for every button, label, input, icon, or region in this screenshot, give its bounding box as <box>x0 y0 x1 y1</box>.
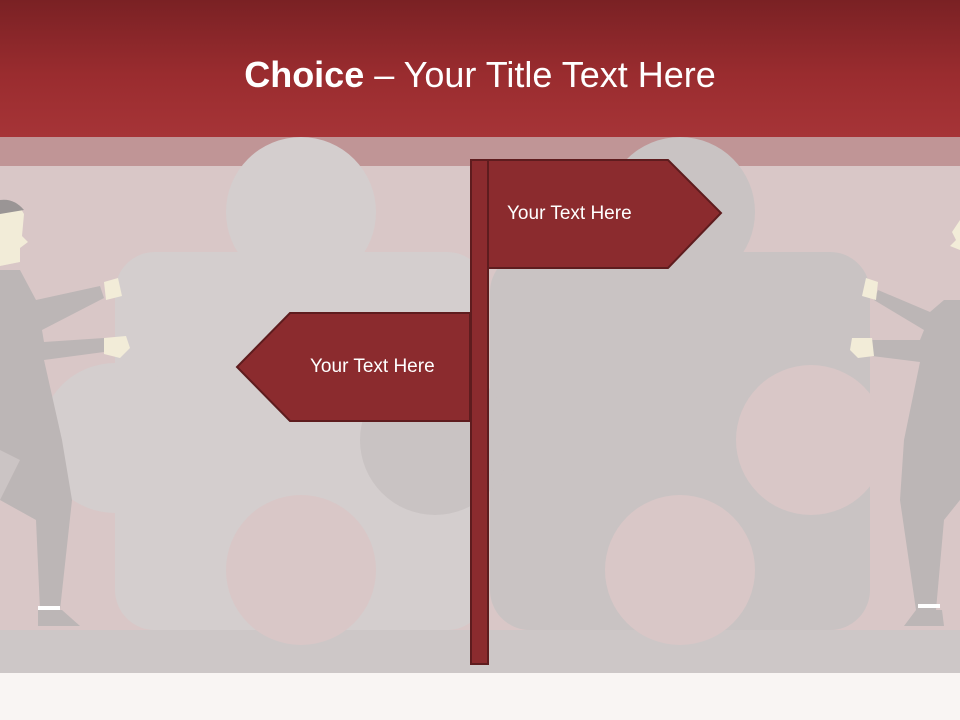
title-bold: Choice <box>244 54 365 95</box>
businessman-right-icon <box>850 220 960 626</box>
sign-right-text: Your Text Here <box>507 203 632 224</box>
puzzle-cutouts <box>226 365 886 645</box>
businessman-left-icon <box>0 199 130 626</box>
header-bar <box>0 0 960 137</box>
footer-strip <box>0 673 960 720</box>
slide-title: Choice – Your Title Text Here <box>0 52 960 98</box>
signpost-pole <box>470 159 489 665</box>
signpost-icon <box>235 159 723 665</box>
title-rest: – Your Title Text Here <box>364 54 716 95</box>
sign-left-text: Your Text Here <box>310 356 435 377</box>
